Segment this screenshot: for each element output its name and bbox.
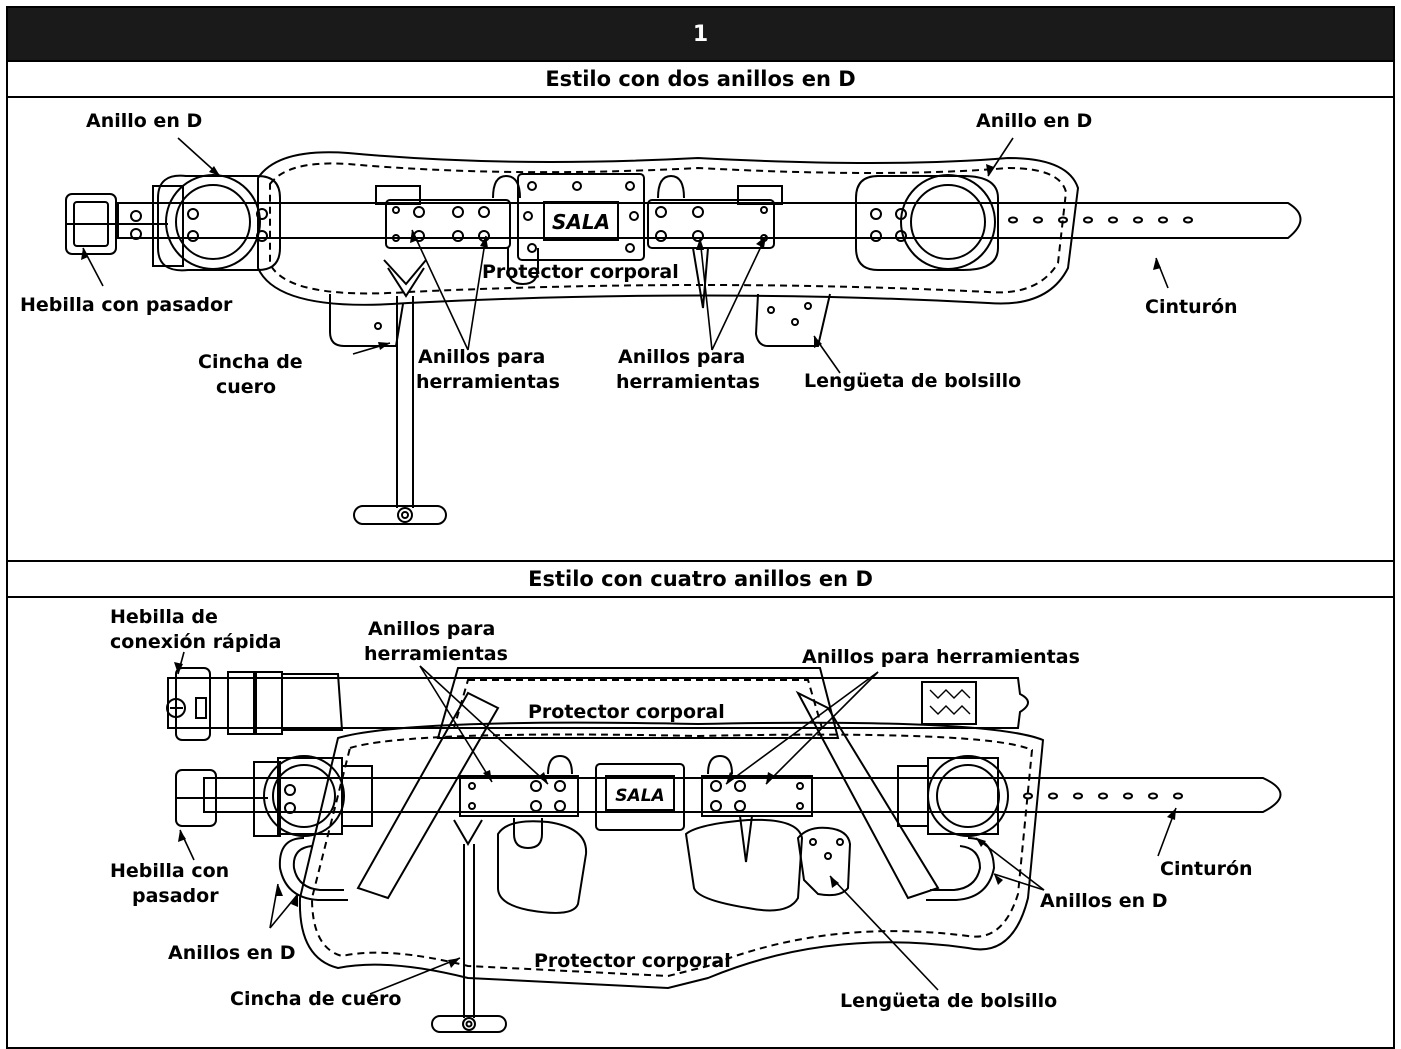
label-leather-strap: Cincha de cuero bbox=[230, 988, 401, 1011]
lower-body-pad bbox=[300, 723, 1043, 988]
label-quick-buckle-1: Hebilla de bbox=[110, 606, 218, 629]
label-pocket-tab: Lengüeta de bolsillo bbox=[840, 990, 1057, 1013]
left-d-ring-shape bbox=[158, 175, 280, 270]
pocket-tab bbox=[798, 828, 850, 895]
label-body-pad: Protector corporal bbox=[482, 261, 679, 284]
label-belt: Cinturón bbox=[1160, 858, 1253, 881]
label-d-rings-left: Anillos en D bbox=[168, 942, 296, 965]
four-d-ring-belt-illustration: SALA bbox=[8, 598, 1397, 1049]
belt-holes bbox=[1024, 794, 1182, 799]
label-tool-rings-right: Anillos para herramientas bbox=[802, 646, 1080, 669]
label-d-ring-left: Anillo en D bbox=[86, 110, 202, 133]
label-leather-strap-1: Cincha de bbox=[198, 351, 303, 374]
sala-logo: SALA bbox=[615, 786, 664, 806]
figure-number: 1 bbox=[693, 22, 708, 47]
sala-logo: SALA bbox=[552, 210, 610, 234]
label-d-ring-right: Anillo en D bbox=[976, 110, 1092, 133]
label-tool-rings-right-1: Anillos para bbox=[618, 346, 745, 369]
belt-holes bbox=[1009, 218, 1192, 223]
label-tool-rings-left-2: herramientas bbox=[364, 643, 508, 666]
label-tongue-buckle-2: pasador bbox=[132, 885, 219, 908]
label-tool-rings-left-1: Anillos para bbox=[418, 346, 545, 369]
section1-title: Estilo con dos anillos en D bbox=[8, 60, 1393, 98]
right-d-ring-shape bbox=[856, 175, 998, 270]
label-leather-strap-2: cuero bbox=[216, 376, 276, 399]
label-tool-rings-left-1: Anillos para bbox=[368, 618, 495, 641]
section2-title: Estilo con cuatro anillos en D bbox=[8, 560, 1393, 598]
two-d-ring-panel: SALA bbox=[8, 98, 1393, 560]
label-pocket-tab: Lengüeta de bolsillo bbox=[804, 370, 1021, 393]
right-tool-plate bbox=[648, 200, 774, 248]
four-d-ring-panel: SALA bbox=[8, 598, 1393, 1049]
figure-frame: 1 Estilo con dos anillos en D bbox=[6, 6, 1395, 1049]
label-tongue-buckle-1: Hebilla con bbox=[110, 860, 229, 883]
label-body-pad-bottom: Protector corporal bbox=[534, 950, 731, 973]
belt-strap bbox=[204, 778, 1281, 812]
label-tool-rings-left-2: herramientas bbox=[416, 371, 560, 394]
label-d-rings-right: Anillos en D bbox=[1040, 890, 1168, 913]
label-belt: Cinturón bbox=[1145, 296, 1238, 319]
figure-number-header: 1 bbox=[8, 8, 1393, 60]
label-tongue-buckle: Hebilla con pasador bbox=[20, 294, 232, 317]
label-tool-rings-right-2: herramientas bbox=[616, 371, 760, 394]
two-d-ring-belt-illustration: SALA bbox=[8, 98, 1397, 560]
left-pocket-tab bbox=[330, 294, 403, 346]
label-quick-buckle-2: conexión rápida bbox=[110, 631, 281, 654]
leather-strap-shape bbox=[432, 820, 506, 1032]
label-body-pad-top: Protector corporal bbox=[528, 701, 725, 724]
left-tool-plate bbox=[386, 200, 510, 248]
belt-strap bbox=[118, 203, 1301, 238]
